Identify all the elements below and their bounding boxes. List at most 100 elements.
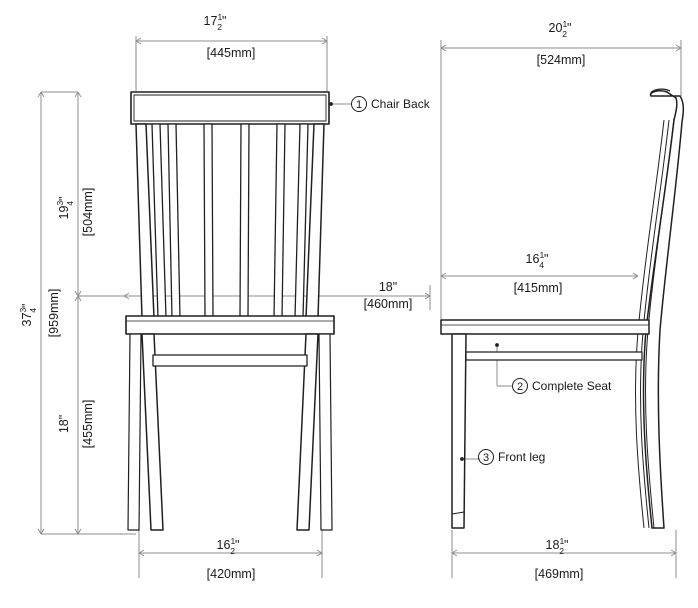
callout-2-number: 2 — [517, 381, 523, 393]
front-seat-width-metric: [460mm] — [364, 297, 413, 311]
tick-front-overall-top — [37, 91, 45, 98]
tick-front-seat-mid — [74, 290, 82, 302]
front-rear-leg-right — [318, 333, 333, 531]
tick-side-top-right — [675, 44, 682, 52]
side-bottom-width-metric: [469mm] — [535, 567, 584, 581]
front-bottom-width-metric: [420mm] — [207, 567, 256, 581]
tick-front-bottom-right — [316, 549, 323, 557]
front-leg-left — [141, 333, 164, 531]
tick-side-bottom-right — [670, 549, 677, 557]
dimension-tick-group — [37, 37, 682, 557]
callout-3-number: 3 — [483, 452, 489, 464]
front-overall-height-metric: [959mm] — [47, 289, 61, 338]
side-view-chair — [440, 88, 685, 529]
side-top-width-whole: 20 — [549, 21, 563, 35]
side-bottom-width-unit: " — [564, 538, 568, 552]
front-seat-height-metric: [455mm] — [81, 400, 95, 449]
front-back-height-unit: " — [57, 197, 71, 201]
front-overall-height-num: 3 — [18, 308, 28, 313]
tick-front-seatwidth-right — [424, 292, 431, 300]
side-seat-depth-metric: [415mm] — [514, 281, 563, 295]
callout-3-circle-icon — [478, 449, 494, 465]
side-post-cap — [649, 88, 671, 97]
side-seat-depth-whole: 16 — [526, 252, 540, 266]
side-seat-depth-den: 4 — [539, 260, 544, 270]
front-bottom-width-den: 2 — [230, 546, 235, 556]
callout-2-dot — [495, 343, 499, 347]
callout-1-dot — [329, 102, 333, 106]
front-top-width-whole: 17 — [204, 14, 218, 28]
front-seat-width-whole: 18 — [379, 280, 393, 294]
side-bottom-width-den: 2 — [559, 546, 564, 556]
side-bottom-width-whole: 18 — [546, 538, 560, 552]
front-seat-width-unit: " — [393, 280, 397, 294]
front-leg-right — [296, 333, 319, 531]
label-front-seat-width: 18" [460mm] — [364, 280, 413, 311]
svg-text:18": 18" — [57, 415, 71, 433]
tick-side-depth-left — [440, 272, 447, 280]
front-apron-rail — [152, 354, 308, 367]
label-front-back-height: 1934" [504mm] — [55, 188, 95, 237]
tick-front-top-right — [321, 37, 328, 45]
tick-front-back-top — [74, 91, 82, 98]
front-view-chair — [125, 91, 335, 531]
side-apron-rail — [465, 351, 643, 361]
front-top-width-den: 2 — [217, 22, 222, 32]
front-seat-height-whole: 18 — [57, 419, 71, 433]
callout-chair-back[interactable]: 1 Chair Back — [329, 96, 431, 112]
side-front-leg-foot — [451, 511, 465, 515]
front-back-height-den: 4 — [65, 201, 75, 206]
front-back-height-whole: 19 — [57, 206, 71, 220]
side-top-width-num: 1 — [562, 19, 567, 29]
front-bottom-width-num: 1 — [230, 536, 235, 546]
front-bottom-width-whole: 16 — [217, 538, 231, 552]
callout-1-number: 1 — [356, 99, 362, 111]
svg-text:1934": 1934" — [55, 197, 75, 220]
callout-2-label: Complete Seat — [532, 379, 612, 393]
side-bottom-width-num: 1 — [559, 536, 564, 546]
tick-front-seat-bottom — [74, 528, 82, 535]
side-seat-depth-unit: " — [544, 252, 548, 266]
side-back-post — [642, 90, 685, 529]
label-front-seat-height: 18" [455mm] — [57, 400, 95, 449]
side-top-width-den: 2 — [562, 29, 567, 39]
callout-complete-seat[interactable]: 2 Complete Seat — [495, 343, 612, 394]
front-rear-leg-left — [127, 333, 142, 531]
callout-front-leg[interactable]: 3 Front leg — [460, 449, 545, 465]
callout-3-label: Front leg — [498, 450, 545, 464]
front-seat-height-unit: " — [57, 415, 71, 419]
callout-1-circle-icon — [351, 96, 367, 112]
front-top-width-metric: [445mm] — [207, 46, 256, 60]
tick-front-seatwidth-left — [123, 292, 130, 300]
front-top-width-unit: " — [222, 14, 226, 28]
front-overall-height-den: 4 — [28, 308, 38, 313]
front-top-rail-inner — [133, 94, 327, 122]
side-top-width-metric: [524mm] — [537, 53, 586, 67]
tick-side-bottom-left — [451, 549, 458, 557]
callout-2-circle-icon — [512, 378, 528, 394]
svg-text:18": 18" — [379, 280, 397, 294]
tick-side-top-left — [440, 44, 447, 52]
callout-3-dot — [460, 457, 464, 461]
front-spindle-2 — [203, 123, 214, 319]
side-top-width-unit: " — [567, 21, 571, 35]
side-front-leg — [451, 333, 467, 529]
front-overall-height-whole: 37 — [20, 313, 34, 327]
tick-front-bottom-left — [138, 549, 145, 557]
tick-side-depth-right — [632, 272, 639, 280]
tick-front-overall-bottom — [37, 528, 45, 535]
tick-front-top-left — [135, 37, 142, 45]
label-front-overall-height: 3734" [959mm] — [18, 289, 61, 338]
